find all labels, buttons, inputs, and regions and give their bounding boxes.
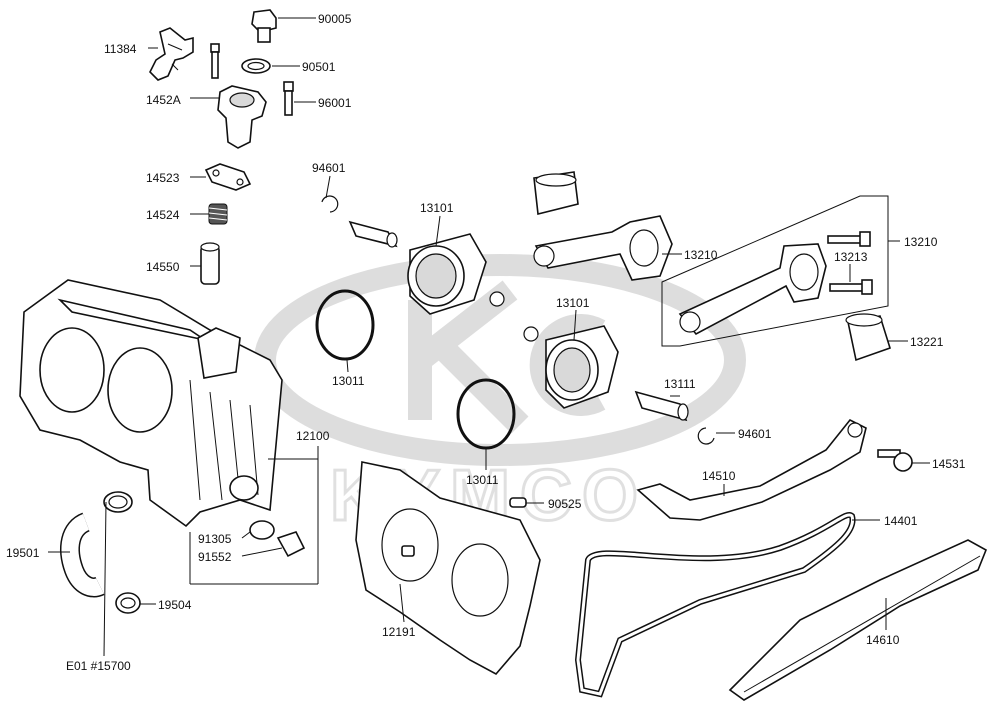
leader-lines <box>48 17 930 657</box>
label-13213: 13213 <box>834 250 868 264</box>
label-13101-a: 13101 <box>420 201 454 215</box>
clamp-top <box>103 491 133 513</box>
chain-guide-14610 <box>728 539 988 701</box>
tensioner-body-1452A <box>217 85 267 149</box>
bolt-13213-top <box>827 231 871 247</box>
label-13210-a: 13210 <box>684 248 718 262</box>
bolt-96001 <box>283 81 294 116</box>
label-13101-b: 13101 <box>556 296 590 310</box>
circlip-94601-bottom <box>697 427 715 445</box>
cylinder-gasket-12191 <box>355 461 541 676</box>
cylinder-block-12100 <box>19 279 283 528</box>
label-19504: 19504 <box>158 598 192 612</box>
oring-91305 <box>249 520 275 540</box>
label-14401: 14401 <box>884 514 918 528</box>
part-labels: 90005 11384 90501 1452A 96001 14523 9460… <box>6 12 966 673</box>
label-14510: 14510 <box>702 469 736 483</box>
bearing-top <box>533 171 579 215</box>
washer-90501 <box>241 58 271 74</box>
label-13111: 13111 <box>664 377 696 391</box>
connecting-rod-13210-top <box>533 215 673 281</box>
piston-pin-13111 <box>634 390 689 422</box>
bracket-11384 <box>149 27 194 81</box>
label-90501: 90501 <box>302 60 336 74</box>
tensioner-guide-14510 <box>636 418 867 521</box>
hose-19501 <box>60 512 105 598</box>
ring-set-13011-top <box>315 289 375 361</box>
cam-chain-14401 <box>574 511 856 698</box>
label-19501: 19501 <box>6 546 40 560</box>
label-12100: 12100 <box>296 429 330 443</box>
tensioner-rod-14550 <box>200 242 220 285</box>
label-12191: 12191 <box>382 625 416 639</box>
label-13221: 13221 <box>910 335 944 349</box>
gasket-14523 <box>204 163 252 191</box>
dowel-91552 <box>276 531 306 558</box>
circlip-mid <box>523 326 539 342</box>
label-91305: 91305 <box>198 532 232 546</box>
label-91552: 91552 <box>198 550 232 564</box>
label-1452A: 1452A <box>146 93 181 107</box>
label-14523: 14523 <box>146 171 180 185</box>
bearing-13221 <box>845 313 891 362</box>
circlip-top-right <box>489 291 505 307</box>
bolt-small-1 <box>210 43 220 79</box>
label-11384: 11384 <box>104 42 137 56</box>
label-13210-b: 13210 <box>904 235 938 249</box>
label-14550: 14550 <box>146 260 180 274</box>
bolt-90005 <box>251 9 277 43</box>
rod-assembly-box <box>661 195 889 347</box>
label-94601-a: 94601 <box>312 161 346 175</box>
piston-13101-bottom <box>545 325 619 409</box>
connecting-rod-13210-bottom <box>678 243 827 336</box>
clamp-19504 <box>115 592 141 614</box>
label-90525: 90525 <box>548 497 582 511</box>
bolt-13213-bottom <box>829 279 873 295</box>
label-14531: 14531 <box>932 457 966 471</box>
label-90005: 90005 <box>318 12 352 26</box>
label-E01: E01 #15700 <box>66 659 131 673</box>
pin-90525 <box>509 497 527 508</box>
piston-13101-top <box>407 233 487 315</box>
piston-pin-top <box>348 220 398 248</box>
circlip-94601-top <box>321 195 339 213</box>
label-14610: 14610 <box>866 633 900 647</box>
label-94601-b: 94601 <box>738 427 772 441</box>
spring-14524 <box>208 203 228 225</box>
label-13011-b: 13011 <box>466 473 499 487</box>
bolt-14531 <box>877 449 913 472</box>
label-14524: 14524 <box>146 208 180 222</box>
label-96001: 96001 <box>318 96 352 110</box>
label-13011-a: 13011 <box>332 374 365 388</box>
